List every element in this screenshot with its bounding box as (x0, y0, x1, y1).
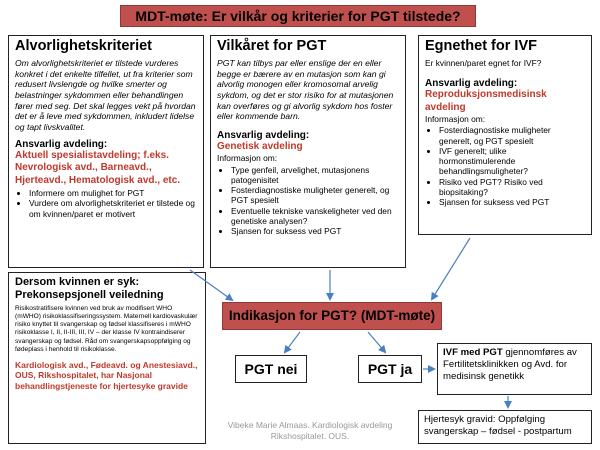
list-item: Fosterdiagnostiske muligheter generelt, … (231, 185, 399, 206)
condition-description: PGT kan tilbys par eller enslige der en … (217, 57, 394, 122)
condition-heading: Vilkåret for PGT (217, 38, 327, 54)
diagram-title-text: MDT-møte: Er vilkår og kriterier for PGT… (135, 8, 461, 24)
pgt-no-box: PGT nei (235, 355, 307, 383)
severity-criterion-box: Alvorlighetskriteriet Om alvorlighetskri… (8, 35, 204, 268)
severity-responsible-label: Ansvarlig avdeling: (15, 138, 108, 150)
condition-info-label: Informasjon om: (217, 153, 278, 164)
severity-list: Informere om mulighet for PGT Vurdere om… (15, 188, 197, 219)
list-item: Type genfeil, arvelighet, mutasjonens pa… (231, 165, 399, 186)
condition-department: Genetisk avdeling (217, 140, 303, 152)
followup-text: Hjertesyk gravid: Oppfølging svangerskap… (424, 414, 572, 438)
pgt-no-text: PGT nei (244, 361, 298, 377)
arrow-severity-to-indication (189, 269, 234, 302)
author-credit: Vibeke Marie Almaas. Kardiologisk avdeli… (215, 420, 405, 441)
list-item: Vurdere om alvorlighetskriteriet er tils… (29, 198, 197, 219)
ivf-pgt-box: IVF med PGT gjennomføres av Fertilitetsk… (437, 343, 592, 395)
list-item: Eventuelle tekniske vanskeligheter ved d… (231, 206, 399, 227)
ivf-info-label: Informasjon om: (425, 114, 486, 125)
ivf-suitability-box: Egnethet for IVF Er kvinnen/paret egnet … (418, 35, 592, 235)
severity-heading: Alvorlighetskriteriet (15, 38, 152, 54)
ivf-pgt-rest: gjennomføres av Fertilitetsklinikken og … (443, 347, 577, 382)
preconception-box: Dersom kvinnen er syk: Prekonsepsjonell … (8, 272, 206, 444)
indication-text: Indikasjon for PGT? (MDT-møte) (228, 308, 436, 323)
condition-list: Type genfeil, arvelighet, mutasjonens pa… (217, 165, 399, 237)
list-item: Sjansen for suksess ved PGT (231, 226, 399, 236)
indication-box: Indikasjon for PGT? (MDT-møte) (222, 302, 442, 330)
diagram-title: MDT-møte: Er vilkår og kriterier for PGT… (120, 5, 476, 27)
arrow-indication-to-yes (367, 331, 387, 354)
list-item: IVF generelt; ulike hormonstimulerende b… (439, 146, 585, 177)
ivf-question: Er kvinnen/paret egnet for IVF? (425, 57, 542, 68)
pgt-yes-box: PGT ja (358, 355, 422, 383)
list-item: Fosterdiagnostiske muligheter generelt, … (439, 125, 585, 146)
ivf-responsible-label: Ansvarlig avdeling: (425, 78, 518, 90)
ivf-department: Reproduksjonsmedisinsk avdeling (425, 89, 547, 113)
severity-department: Aktuell spesialistavdeling; f.eks. Nevro… (15, 149, 181, 186)
arrow-indication-to-no (283, 331, 301, 354)
preconception-department: Kardiologisk avd., Fødeavd. og Anestesia… (15, 359, 198, 391)
preconception-text: Risikostratifisere kvinnen ved bruk av m… (15, 305, 198, 353)
condition-responsible-label: Ansvarlig avdeling: (217, 129, 310, 141)
ivf-list: Fosterdiagnostiske muligheter generelt, … (425, 125, 585, 207)
followup-box: Hjertesyk gravid: Oppfølging svangerskap… (418, 410, 592, 444)
preconception-heading-1: Dersom kvinnen er syk: (15, 276, 140, 288)
list-item: Informere om mulighet for PGT (29, 188, 197, 198)
condition-box: Vilkåret for PGT PGT kan tilbys par elle… (210, 35, 406, 268)
list-item: Sjansen for suksess ved PGT (439, 197, 585, 207)
author-credit-text: Vibeke Marie Almaas. Kardiologisk avdeli… (227, 420, 393, 441)
preconception-heading-2: Prekonsepsjonell veiledning (15, 289, 164, 302)
ivf-pgt-bold: IVF med PGT (443, 347, 503, 358)
pgt-yes-text: PGT ja (367, 361, 413, 377)
ivf-heading: Egnethet for IVF (425, 38, 537, 54)
list-item: Risiko ved PGT? Risiko ved biopsitaking? (439, 177, 585, 198)
arrow-ivf-to-indication (430, 237, 471, 301)
severity-description: Om alvorlighetskriteriet er tilstede vur… (15, 57, 196, 132)
